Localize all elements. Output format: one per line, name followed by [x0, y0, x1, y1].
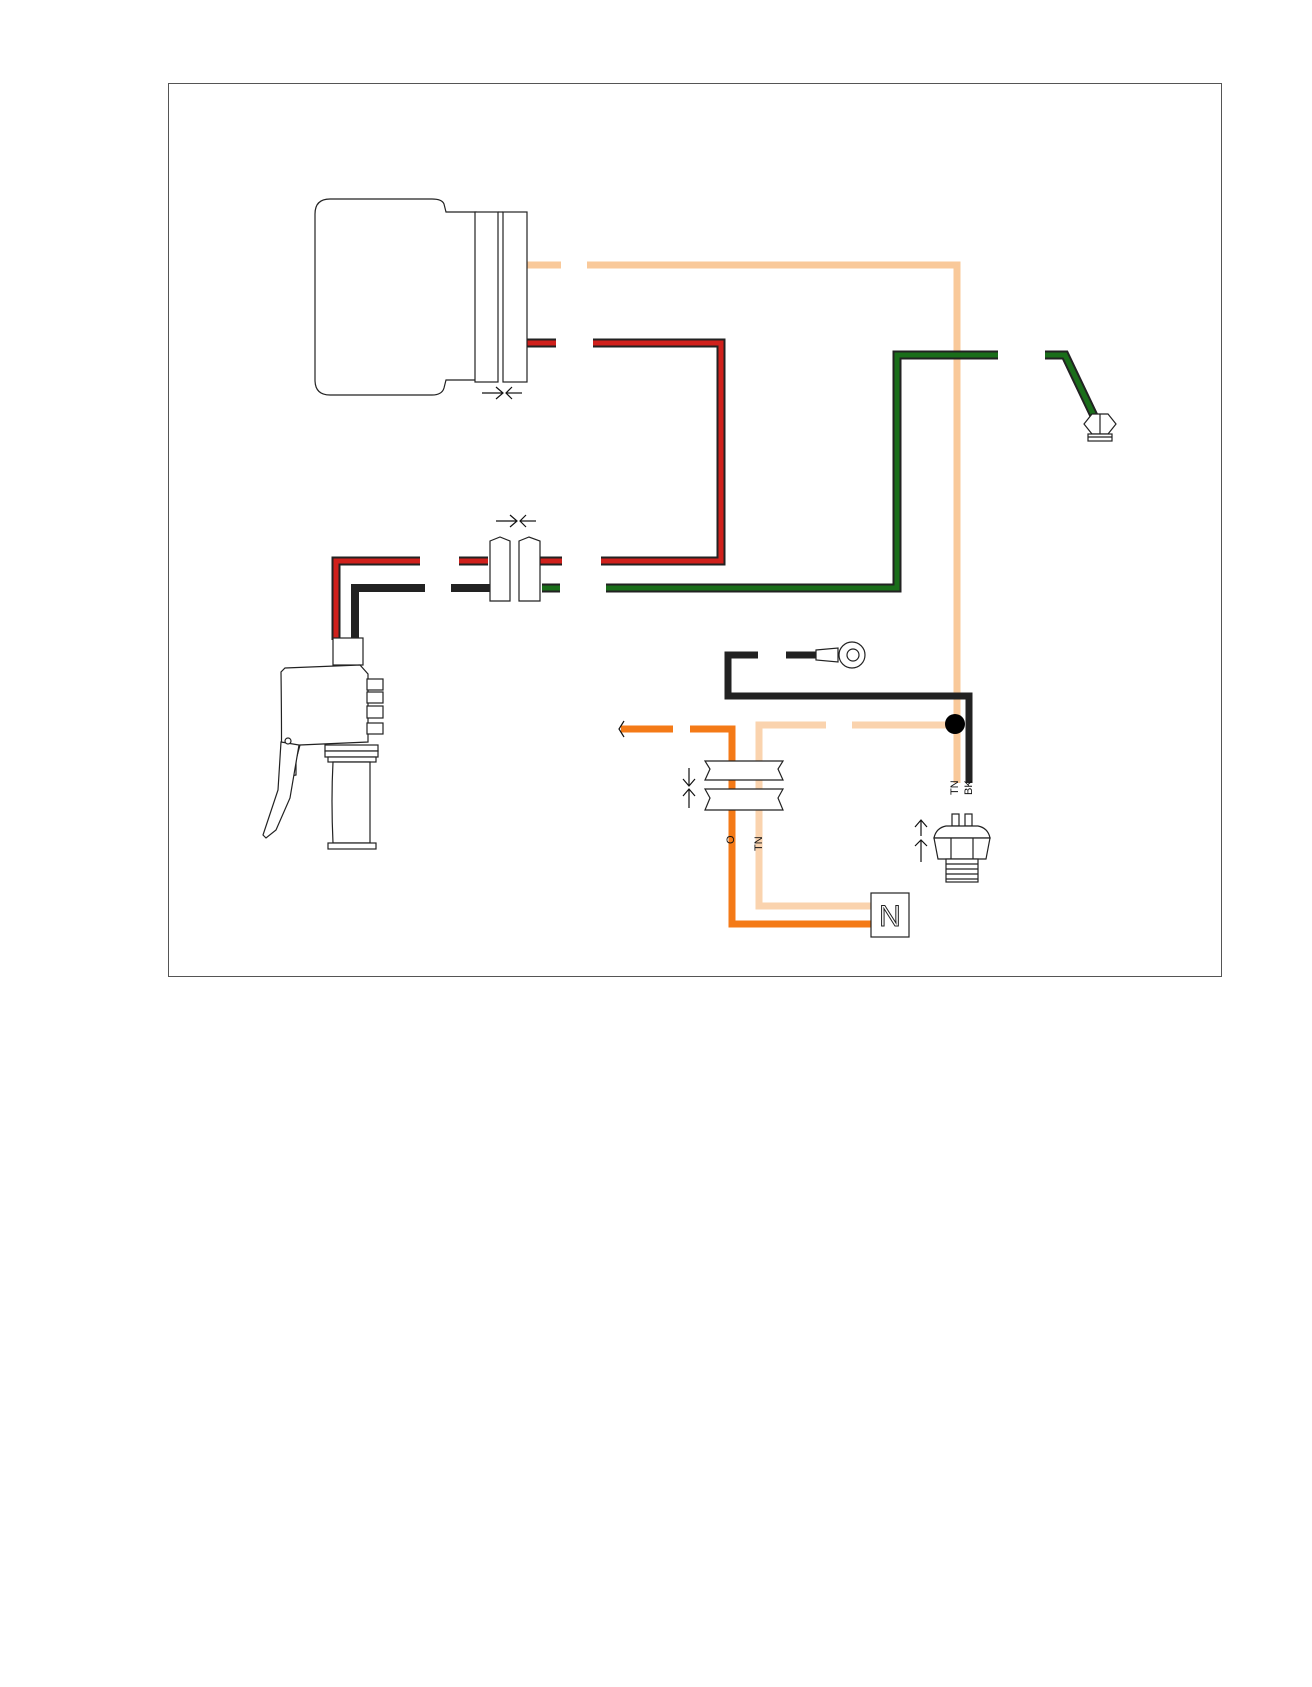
light-tan-wire	[755, 721, 957, 910]
ring-terminal	[815, 641, 866, 669]
lever-pivot	[284, 737, 292, 745]
red-wire-upper	[527, 338, 726, 566]
lever-switch-connector	[332, 637, 364, 666]
sensor-thread	[945, 858, 979, 883]
sensor-connector-symbol	[914, 819, 928, 862]
neutral-switch-box	[870, 892, 910, 938]
ring-terminal-crimp	[815, 647, 839, 663]
red-wire-lower	[331, 556, 562, 640]
grip-collar-3	[327, 756, 377, 763]
lever-arm	[262, 741, 300, 839]
red-wire-left	[333, 558, 420, 640]
sensor-cap	[933, 825, 991, 839]
harness-connector-symbol	[682, 768, 696, 808]
green-wire	[542, 350, 1100, 593]
green-wire-right	[1045, 352, 1098, 420]
module-connector-symbol	[482, 386, 522, 400]
wire-label-black-right: BK	[963, 780, 975, 795]
red-wire-left-outline	[331, 556, 420, 640]
module-connector-left	[474, 211, 499, 383]
harness-connector-bottom	[703, 788, 785, 811]
green-wire-main	[606, 352, 998, 591]
harness-connector-top	[703, 760, 785, 781]
black-wire-loop	[724, 651, 973, 783]
lever-switch	[262, 637, 384, 850]
pressure-sensor	[933, 813, 991, 883]
wire-label-tan-left: TN	[753, 836, 765, 851]
orange-wire-end	[618, 720, 625, 738]
black-wire-left	[351, 584, 490, 640]
ring-terminal-hole	[846, 648, 860, 662]
red-wire-main	[593, 340, 724, 564]
inline-connector	[489, 536, 541, 602]
sensor-terminal-right	[964, 813, 973, 827]
sensor-terminal-left	[951, 813, 960, 827]
grip	[331, 761, 371, 844]
grip-collar	[324, 744, 379, 752]
wire-label-tan-right: TN	[949, 780, 961, 795]
inline-connector-symbol	[496, 514, 536, 528]
inline-connector-right	[518, 536, 541, 602]
black-wire-left-main	[351, 584, 425, 640]
red-wire-main-outline	[593, 338, 726, 566]
sensor-hex	[933, 837, 991, 860]
tan-wire-main	[587, 261, 961, 725]
tan-wire	[527, 261, 961, 783]
module-connector-right	[502, 211, 528, 383]
control-module	[314, 198, 528, 396]
splice-junction	[945, 714, 965, 734]
black-wire-right	[724, 651, 973, 783]
orange-wire-main	[690, 725, 871, 928]
wire-label-orange: O	[725, 835, 737, 844]
ground-bolt	[1083, 413, 1117, 442]
grip-end	[327, 842, 377, 850]
neutral-switch-label: N	[879, 900, 901, 933]
harness-connector	[703, 760, 785, 811]
inline-connector-left	[489, 536, 511, 602]
diagram-frame	[168, 83, 1222, 977]
light-tan-wire-left	[755, 721, 871, 910]
module-body	[314, 198, 477, 396]
orange-wire	[621, 725, 871, 928]
grip-collar-2	[324, 750, 379, 758]
green-wire-main-outline	[606, 350, 998, 593]
wires	[331, 261, 1100, 928]
